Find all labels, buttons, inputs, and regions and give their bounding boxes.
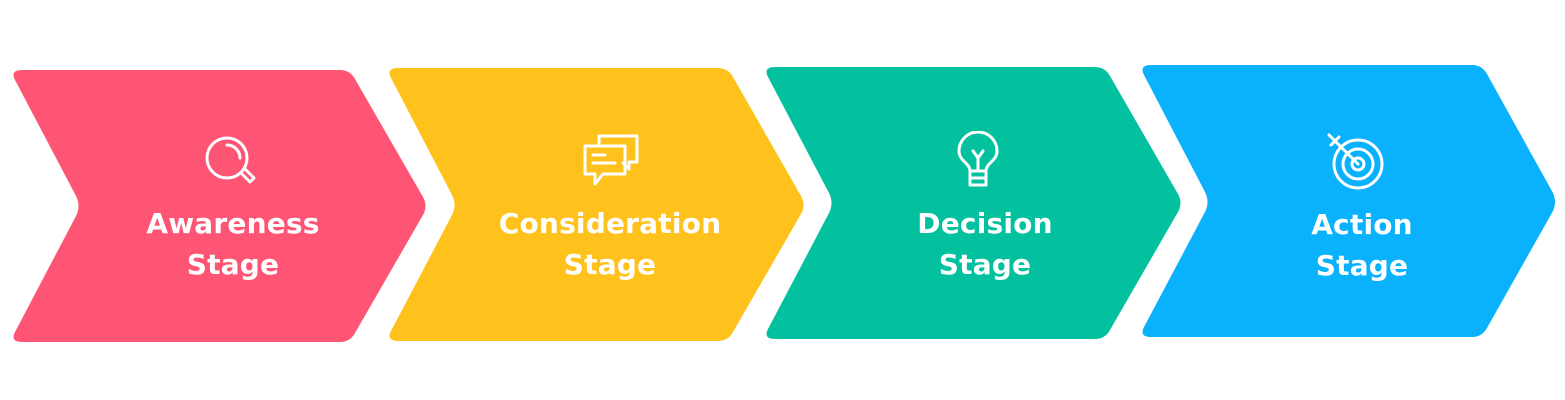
stage-decision-label-line1: Decision [917,207,1053,240]
lightbulb-icon [957,131,999,187]
stage-consideration-arrow-shape [389,68,804,341]
stage-awareness-arrow-shape [13,70,426,342]
target-icon [1327,133,1384,190]
stage-decision-content: Decision Stage [753,0,1193,400]
chat-bubbles-icon [583,134,639,186]
magnifying-glass-icon [205,136,256,184]
stage-consideration-label-line2: Stage [563,248,657,281]
stage-decision-label: Decision Stage [835,203,1135,285]
stage-decision-label-line2: Stage [938,248,1032,281]
stage-consideration-label: Consideration Stage [460,203,760,285]
stage-awareness-content: Awareness Stage [0,0,440,400]
stage-action-label-line1: Action [1311,208,1413,241]
stage-action-label: Action Stage [1212,204,1512,286]
stage-awareness-label-line1: Awareness [146,207,320,240]
stage-consideration-arrow-path [389,68,804,341]
stage-awareness-label: Awareness Stage [83,203,383,285]
stage-action: Action Stage [1129,0,1565,400]
stage-awareness: Awareness Stage [0,0,440,400]
stage-decision-arrow-shape [766,67,1181,339]
stage-consideration: Consideration Stage [376,0,816,400]
stage-decision-arrow-path [766,67,1181,339]
stage-action-content: Action Stage [1129,0,1565,400]
stage-awareness-arrow-path [13,70,426,342]
stage-awareness-label-line2: Stage [186,248,280,281]
stage-consideration-label-line1: Consideration [498,207,722,240]
stage-action-label-line2: Stage [1315,249,1409,282]
stage-consideration-content: Consideration Stage [376,0,816,400]
stage-decision: Decision Stage [753,0,1193,400]
stage-action-arrow-path [1142,65,1555,337]
stage-action-arrow-shape [1142,65,1555,337]
